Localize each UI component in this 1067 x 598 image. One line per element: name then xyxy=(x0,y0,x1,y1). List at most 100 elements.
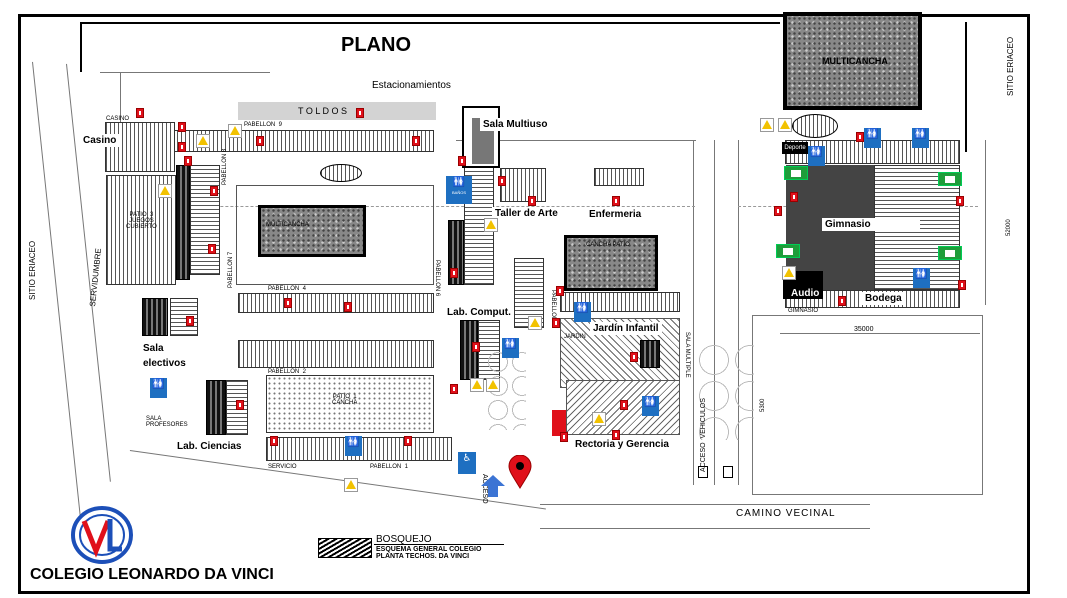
casino-small-label: CASINO xyxy=(106,116,130,122)
sitio-eriaceo-right: SITIO ERIACEO xyxy=(1006,36,1015,96)
camino-line xyxy=(540,528,870,529)
bosquejo-rule xyxy=(374,544,504,545)
fire-extinguisher-icon xyxy=(210,186,218,196)
jardin-infantil-label: Jardín Infantil xyxy=(590,322,662,335)
restroom-icon: 🚻 xyxy=(912,128,929,148)
fire-extinguisher-icon xyxy=(552,318,560,328)
restroom-icon: 🚻 xyxy=(864,128,881,148)
multicancha xyxy=(783,12,922,110)
servicio-label: SERVICIO xyxy=(268,464,297,470)
cancha-patio-label: CANCHA PATIO xyxy=(586,242,630,248)
sala-profesores-label: SALA PROFESORES xyxy=(146,416,188,428)
pabellon-4-block xyxy=(238,293,434,313)
fire-extinguisher-icon xyxy=(612,430,620,440)
multicancha-label: MULTICANCHA xyxy=(822,56,888,66)
top-circle xyxy=(792,114,838,138)
bosquejo-stamp xyxy=(318,538,372,558)
map-frame xyxy=(18,14,1030,594)
road-arrow-icon xyxy=(723,466,733,478)
fire-extinguisher-icon xyxy=(270,436,278,446)
dim-52000: 52000 xyxy=(1006,219,1012,236)
fire-extinguisher-icon xyxy=(356,108,364,118)
gimnasio-small-label: GIMNASIO xyxy=(788,308,819,314)
pabellon-2-label: PABELLON 2 xyxy=(268,369,306,375)
wall-line xyxy=(456,140,696,141)
fire-extinguisher-icon xyxy=(498,176,506,186)
fire-extinguisher-icon xyxy=(620,400,628,410)
restroom-icon: 🚻 xyxy=(642,396,659,416)
fire-extinguisher-icon xyxy=(450,384,458,394)
exit-sign-icon xyxy=(776,244,800,258)
taller-arte-label: Taller de Arte xyxy=(492,207,561,220)
toldos-label: T O L D O S xyxy=(298,106,348,116)
fire-extinguisher-icon xyxy=(956,196,964,206)
patio-3-label: PATIO 3 JUEGOS CUBIERTO xyxy=(126,212,157,230)
dimension-line xyxy=(780,333,980,334)
fire-extinguisher-icon xyxy=(856,132,864,142)
boundary-line xyxy=(80,22,82,72)
lab-ciencias-label: Lab. Ciencias xyxy=(174,440,245,453)
road-line xyxy=(693,140,694,485)
access-arrow-icon xyxy=(481,475,505,497)
exit-sign-icon xyxy=(938,246,962,260)
dimension-line xyxy=(985,140,986,305)
axis-line xyxy=(120,206,695,208)
patio-1-label: PATIO 1 CANCHA xyxy=(332,394,358,406)
exit-sign-icon xyxy=(784,166,808,180)
jardin-small-label: JARDIN xyxy=(564,334,586,340)
map-pin-icon xyxy=(508,455,532,489)
warning-icon xyxy=(484,218,498,232)
pabellon-2-block xyxy=(238,340,434,368)
sala-electivos-label: Sala electivos xyxy=(140,340,196,372)
restroom-icon: 🚻 xyxy=(502,338,519,358)
warning-icon xyxy=(782,266,796,280)
cancha-patio xyxy=(564,235,658,291)
taller-arte-block xyxy=(500,168,546,202)
pabellon-4-label: PABELLON 4 xyxy=(268,286,306,292)
road-arrow-icon xyxy=(698,466,708,478)
jardin-dark xyxy=(640,340,660,368)
fire-extinguisher-icon xyxy=(186,316,194,326)
warning-icon xyxy=(228,124,242,138)
warning-icon xyxy=(158,184,172,198)
fire-extinguisher-icon xyxy=(472,342,480,352)
electivos-block xyxy=(142,298,168,336)
fire-extinguisher-icon xyxy=(774,206,782,216)
road-line xyxy=(982,315,983,495)
warning-icon xyxy=(486,378,500,392)
enfermeria-block xyxy=(594,168,644,186)
road-line xyxy=(752,494,982,495)
restroom-icon: 🚻 xyxy=(808,146,825,166)
small-multicancha xyxy=(258,205,366,257)
toldos-area xyxy=(238,102,436,120)
fire-extinguisher-icon xyxy=(178,142,186,152)
fire-extinguisher-icon xyxy=(790,192,798,202)
boundary-line xyxy=(100,72,270,73)
fire-extinguisher-icon xyxy=(136,108,144,118)
camino-vecinal-label: CAMINO VECINAL xyxy=(736,508,836,519)
road-line xyxy=(738,140,739,485)
school-name: COLEGIO LEONARDO DA VINCI xyxy=(30,566,274,583)
restroom-icon: 🚻 xyxy=(345,436,362,456)
warning-icon xyxy=(760,118,774,132)
fire-extinguisher-icon xyxy=(184,156,192,166)
pabellon-7-courtyard xyxy=(236,185,434,285)
fire-extinguisher-icon xyxy=(630,352,638,362)
enfermeria-label: Enfermeria xyxy=(586,208,645,221)
fire-extinguisher-icon xyxy=(344,302,352,312)
small-multicancha-label: MULTICANCHA xyxy=(266,222,309,228)
fire-extinguisher-icon xyxy=(178,122,186,132)
exit-sign-icon xyxy=(938,172,962,186)
fire-extinguisher-icon xyxy=(958,280,966,290)
map-title: PLANO xyxy=(341,34,411,56)
pabellon-8-rooms xyxy=(190,165,220,275)
casino-label: Casino xyxy=(80,134,120,147)
gimnasio-label: Gimnasio xyxy=(822,218,920,231)
acceso-vehiculos-label: ACCESO VEHICULOS xyxy=(700,398,707,472)
lab-comput-label: Lab. Comput. xyxy=(444,306,514,319)
fire-extinguisher-icon xyxy=(612,196,620,206)
fire-extinguisher-icon xyxy=(450,268,458,278)
warning-icon xyxy=(196,134,210,148)
school-logo-icon xyxy=(71,506,133,564)
restroom-icon: 🚻 xyxy=(574,302,591,322)
